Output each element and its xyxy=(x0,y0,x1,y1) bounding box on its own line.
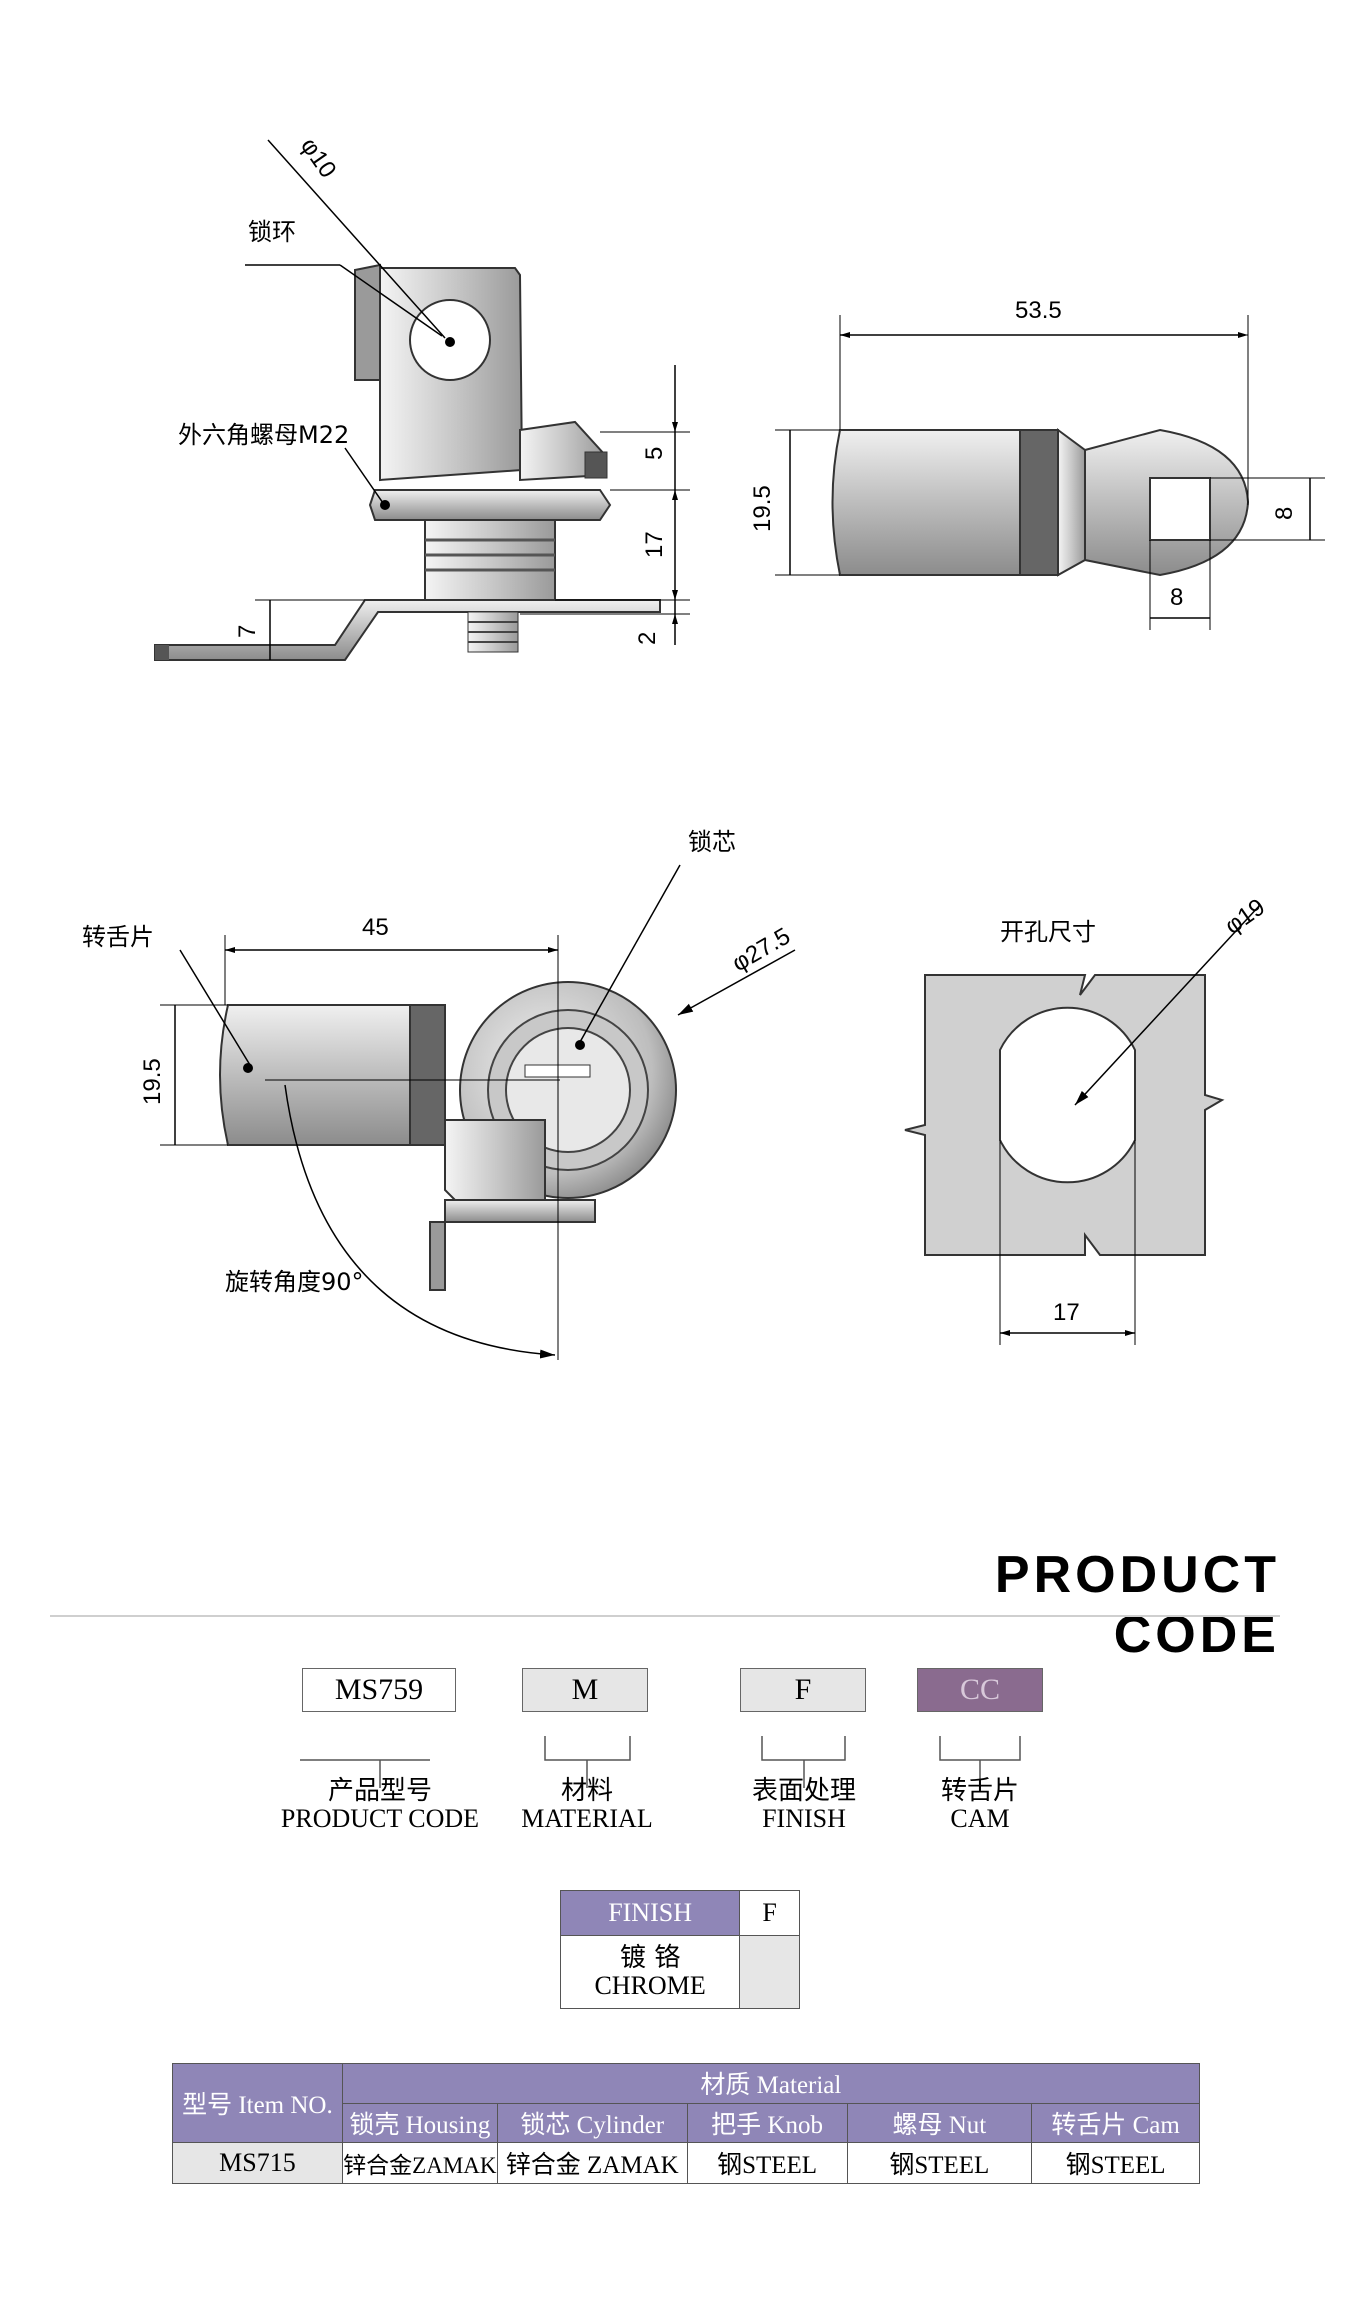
material-header: 材质 Material xyxy=(341,2063,1201,2104)
label-cam: 转舌片 xyxy=(82,923,154,951)
code-box-cam: CC xyxy=(917,1668,1043,1712)
code-label-finish: 表面处理 FINISH xyxy=(704,1776,904,1833)
dim-53-5: 53.5 xyxy=(1015,297,1062,324)
material-table: 型号 Item NO. 材质 Material 锁壳 Housing 锁芯 Cy… xyxy=(172,2063,1201,2184)
code-label-product-zh: 产品型号 xyxy=(327,1776,432,1806)
label-cylinder: 锁芯 xyxy=(688,828,736,856)
code-box-finish: F xyxy=(740,1668,866,1712)
finish-row-code xyxy=(739,1935,800,2009)
divider xyxy=(50,1615,1280,1617)
finish-header-label: FINISH xyxy=(559,1890,741,1936)
dim-45: 45 xyxy=(362,914,389,941)
finish-header-code: F xyxy=(739,1890,800,1936)
cutout-view: 开孔尺寸 φ19 17 xyxy=(904,894,1270,1345)
dim-17-cutout: 17 xyxy=(1053,1299,1080,1326)
material-row-knob: 钢STEEL xyxy=(686,2142,848,2184)
material-col-cam: 转舌片 Cam xyxy=(1031,2102,1200,2143)
code-label-cam-en: CAM xyxy=(950,1804,1010,1833)
material-row-housing: 锌合金ZAMAK xyxy=(341,2142,498,2184)
finish-row-en: CHROME xyxy=(594,1971,706,2000)
technical-drawing: φ10 锁环 外六角螺母M22 5 17 2 7 53.5 19.5 8 8 xyxy=(82,133,1325,1360)
code-box-material: M xyxy=(522,1668,648,1712)
dim-8-horizontal: 8 xyxy=(1170,584,1183,611)
material-row-item: MS715 xyxy=(172,2142,343,2184)
dim-19-5-front: 19.5 xyxy=(139,1058,166,1105)
dim-phi10: φ10 xyxy=(295,133,341,183)
material-row-cam: 钢STEEL xyxy=(1031,2142,1200,2184)
code-label-cam-zh: 转舌片 xyxy=(940,1776,1019,1806)
material-col-cylinder: 锁芯 Cylinder xyxy=(496,2102,688,2143)
side-view: φ10 锁环 外六角螺母M22 5 17 2 7 xyxy=(154,133,690,661)
finish-row: 镀 铬 CHROME xyxy=(559,1935,741,2009)
code-label-material-en: MATERIAL xyxy=(521,1804,653,1833)
finish-table: FINISH F 镀 铬 CHROME xyxy=(559,1890,800,2009)
material-item-header: 型号 Item NO. xyxy=(172,2063,343,2143)
dim-19-5-top: 19.5 xyxy=(749,485,776,532)
finish-row-zh: 镀 铬 xyxy=(619,1943,681,1973)
label-lock-ring: 锁环 xyxy=(248,218,296,246)
material-row-nut: 钢STEEL xyxy=(846,2142,1033,2184)
code-label-material-zh: 材料 xyxy=(560,1776,613,1806)
label-hex-nut: 外六角螺母M22 xyxy=(178,421,349,449)
product-code-title: PRODUCT CODE xyxy=(994,1546,1280,1664)
material-col-nut: 螺母 Nut xyxy=(846,2102,1033,2143)
label-cutout: 开孔尺寸 xyxy=(1000,918,1096,946)
code-label-product-en: PRODUCT CODE xyxy=(280,1804,480,1833)
front-view: 转舌片 锁芯 旋转角度90° 45 19.5 φ27.5 xyxy=(82,828,796,1360)
code-label-finish-en: FINISH xyxy=(762,1804,846,1833)
code-label-finish-zh: 表面处理 xyxy=(751,1776,856,1806)
dim-5: 5 xyxy=(641,447,668,460)
label-rotation: 旋转角度90° xyxy=(225,1268,364,1296)
dim-7: 7 xyxy=(234,625,261,638)
dim-2: 2 xyxy=(634,632,661,645)
material-col-housing: 锁壳 Housing xyxy=(341,2102,498,2143)
code-label-product: 产品型号 PRODUCT CODE xyxy=(270,1776,490,1833)
dim-phi19: φ19 xyxy=(1220,894,1270,940)
code-label-material: 材料 MATERIAL xyxy=(487,1776,687,1833)
dim-8-vertical: 8 xyxy=(1271,507,1298,520)
code-box-product: MS759 xyxy=(302,1668,456,1712)
code-brackets xyxy=(300,1736,1021,1788)
dim-17: 17 xyxy=(641,531,668,558)
code-label-cam: 转舌片 CAM xyxy=(900,1776,1060,1833)
material-col-knob: 把手 Knob xyxy=(686,2102,848,2143)
material-row-cylinder: 锌合金 ZAMAK xyxy=(496,2142,688,2184)
cam-side-view: 53.5 19.5 8 8 xyxy=(749,297,1325,630)
